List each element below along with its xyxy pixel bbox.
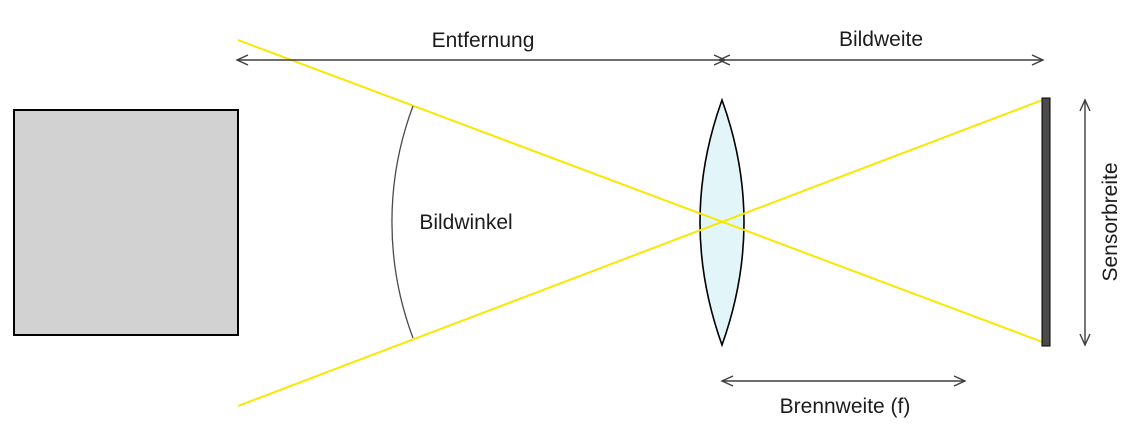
image-distance-label: Bildweite	[839, 28, 923, 51]
angle-of-view-arc	[391, 105, 414, 339]
sensor-width-label: Sensorbreite	[1099, 162, 1122, 281]
focal-length-label: Brennweite (f)	[780, 395, 911, 418]
distance-arrow	[235, 54, 727, 66]
light-ray-upper	[237, 39, 1046, 344]
sensor-width-arrow	[1079, 98, 1091, 347]
angle-of-view-label: Bildwinkel	[419, 211, 512, 234]
distance-label: Entfernung	[432, 29, 535, 52]
sensor-bar	[1041, 97, 1051, 347]
focal-length-arrow	[720, 375, 967, 387]
light-ray-lower	[237, 98, 1046, 407]
object-square	[13, 109, 239, 336]
image-distance-arrow	[717, 54, 1045, 66]
